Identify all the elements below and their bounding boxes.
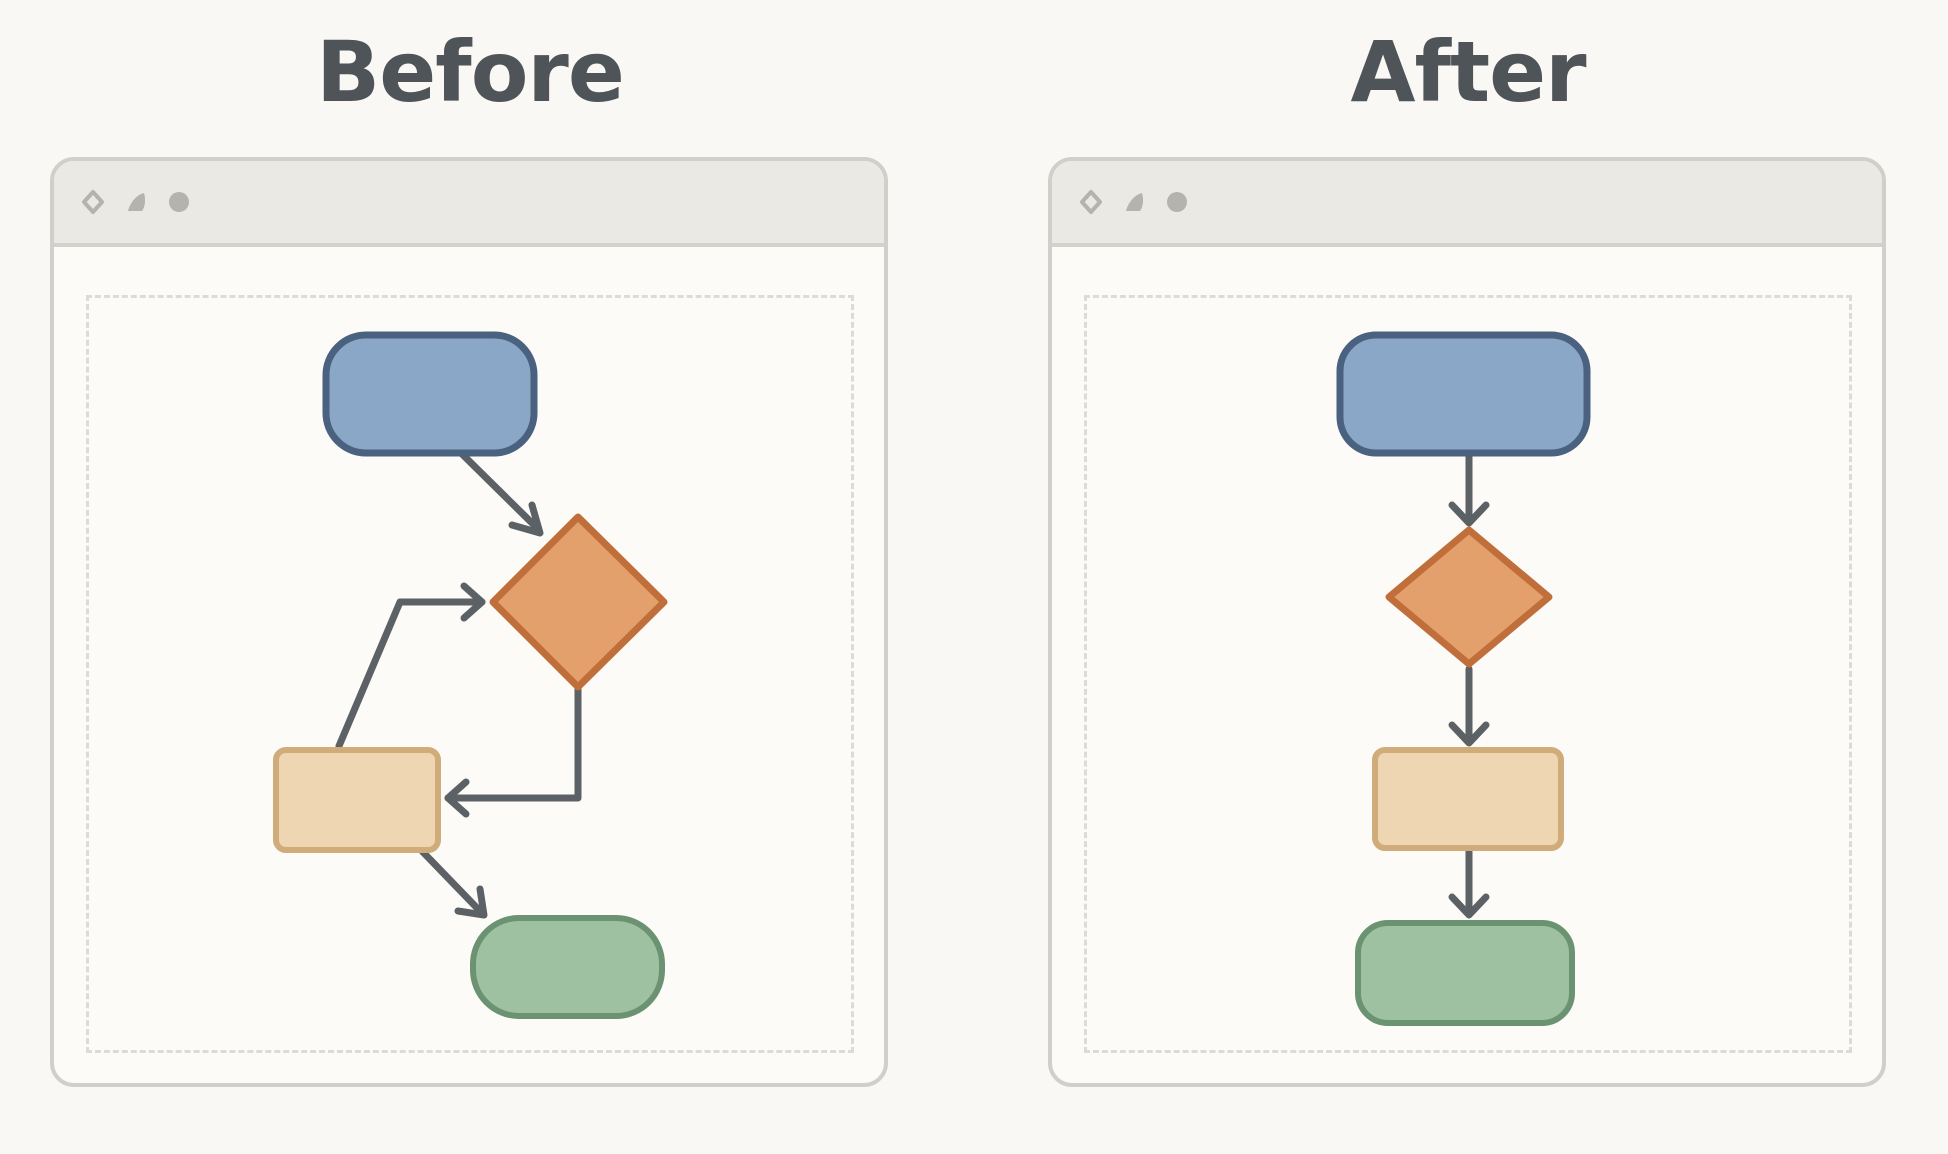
after-window xyxy=(1048,157,1886,1087)
decision-node xyxy=(489,513,668,691)
circle-icon[interactable] xyxy=(165,161,195,243)
before-flowchart xyxy=(273,331,668,1019)
process-node xyxy=(1372,747,1564,851)
arrow-head xyxy=(508,501,544,537)
circle-icon[interactable] xyxy=(1163,161,1193,243)
decision-node xyxy=(1385,526,1553,668)
before-window-titlebar xyxy=(54,161,884,247)
arrow-process-to-end xyxy=(416,845,482,913)
arrow-start-to-decision xyxy=(458,450,538,529)
after-canvas-area xyxy=(1084,295,1852,1053)
after-flowchart xyxy=(1336,331,1591,1026)
start-node xyxy=(1336,331,1591,457)
before-canvas-area xyxy=(86,295,854,1053)
arrow-decision-to-process xyxy=(444,679,582,802)
arrow-head xyxy=(1448,721,1490,747)
shape-icon[interactable] xyxy=(122,161,152,243)
diamond-icon[interactable] xyxy=(1076,161,1106,243)
after-title: After xyxy=(1350,23,1586,121)
start-node xyxy=(322,331,538,457)
diamond-icon[interactable] xyxy=(78,161,108,243)
arrow-process-to-decision xyxy=(335,598,486,750)
before-window xyxy=(50,157,888,1087)
arrow-head xyxy=(1448,501,1490,527)
before-title: Before xyxy=(316,23,625,121)
end-node xyxy=(470,915,665,1019)
after-window-titlebar xyxy=(1052,161,1882,247)
arrow-head xyxy=(444,778,470,818)
process-node xyxy=(273,747,441,853)
arrow-head xyxy=(460,582,486,622)
arrow-head xyxy=(1448,893,1490,919)
shape-icon[interactable] xyxy=(1120,161,1150,243)
end-node xyxy=(1355,920,1575,1026)
arrow-head xyxy=(454,885,488,919)
